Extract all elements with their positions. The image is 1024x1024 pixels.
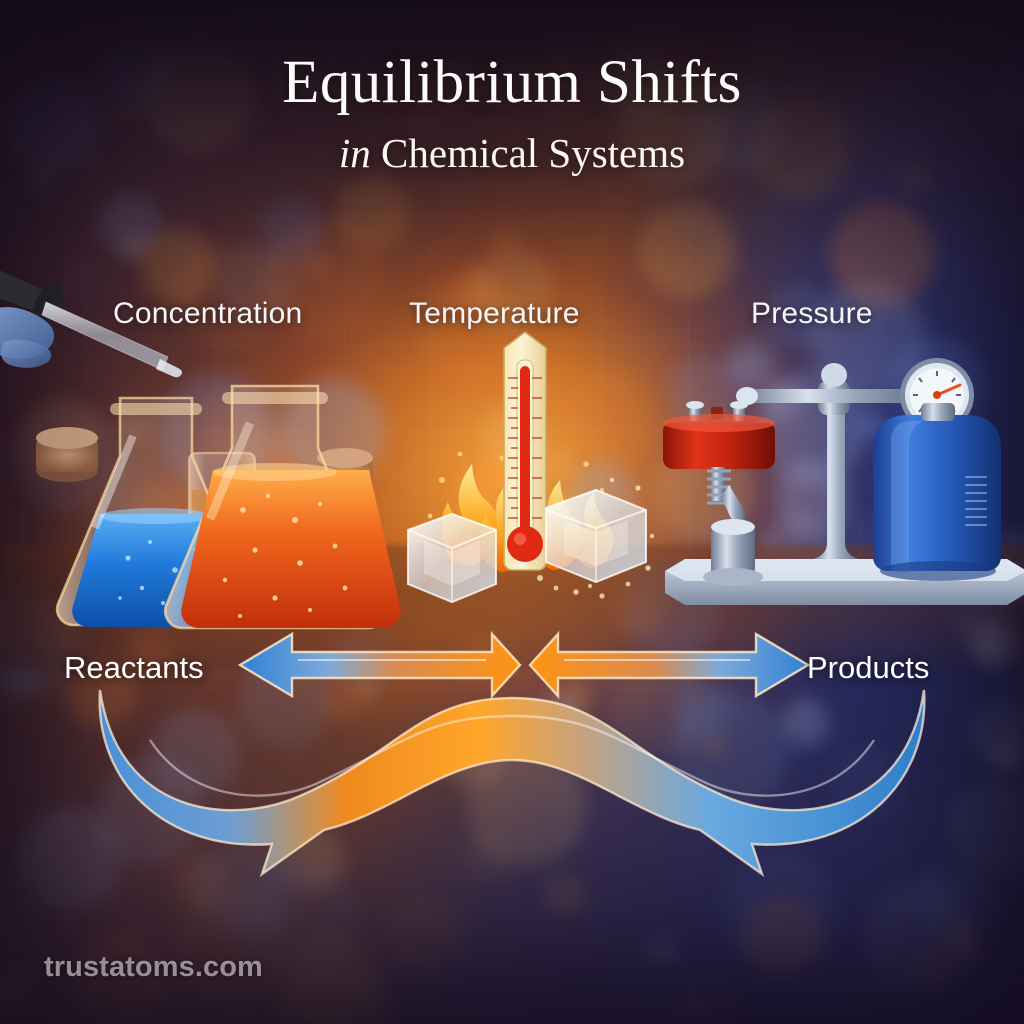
red-piston-icon xyxy=(663,401,775,586)
pipette-icon xyxy=(0,270,182,378)
piston-spring xyxy=(707,469,731,505)
subtitle-rest: Chemical Systems xyxy=(381,130,686,176)
blue-gas-tank-icon xyxy=(873,403,1001,581)
gloved-hand-icon xyxy=(0,307,55,368)
label-reactants: Reactants xyxy=(64,650,204,685)
section-label-concentration: Concentration xyxy=(113,297,303,330)
pressure-illustration xyxy=(655,345,1024,620)
arrow-right-double xyxy=(528,630,811,700)
ice-cube-left xyxy=(407,512,497,604)
label-products: Products xyxy=(807,650,930,685)
thermometer-icon xyxy=(503,330,547,571)
temperature-illustration xyxy=(390,330,660,630)
concentration-illustration xyxy=(0,258,401,630)
title-block: Equilibrium Shifts in Chemical Systems xyxy=(0,52,1024,174)
equilibrium-arrows xyxy=(0,620,1024,878)
s-curve-double-arrow xyxy=(98,689,926,878)
cork-stopper-left xyxy=(36,427,98,482)
page-subtitle: in Chemical Systems xyxy=(0,133,1024,174)
subtitle-italic-word: in xyxy=(338,130,371,176)
orange-flask-icon xyxy=(163,384,401,630)
section-label-pressure: Pressure xyxy=(751,297,873,330)
arrow-left-double xyxy=(237,630,522,700)
frost-sparkles xyxy=(537,477,655,599)
section-label-temperature: Temperature xyxy=(409,297,580,330)
site-watermark: trustatoms.com xyxy=(44,951,263,983)
page-title: Equilibrium Shifts xyxy=(282,49,742,116)
tank-ribs xyxy=(965,476,987,526)
gauge-needle xyxy=(935,383,962,397)
ice-cube-right xyxy=(537,477,655,599)
